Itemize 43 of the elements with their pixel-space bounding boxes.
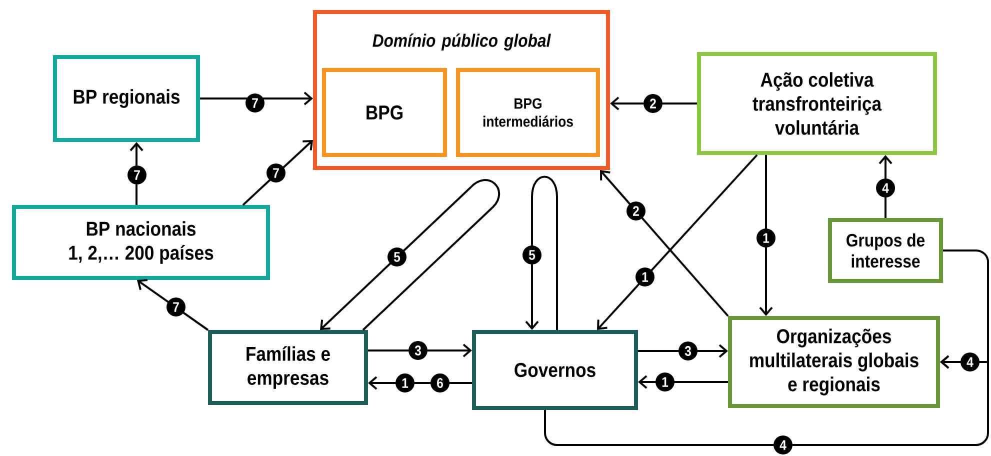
arrow [320,179,500,331]
edge-label: 4 [774,436,792,454]
arrow [130,142,144,205]
edge-label: 2 [644,94,662,113]
arrow [525,176,558,330]
arrow [368,344,472,358]
text-box: Famílias e empresas [208,330,368,405]
edge-label: 7 [246,94,264,112]
arrow [610,96,697,110]
arrow [544,355,989,446]
edge-label: 5 [522,246,542,264]
arrow [242,140,313,206]
arrow [368,376,472,390]
edge-label: 7 [166,298,186,316]
edge-label: 7 [128,166,146,184]
edge-label: 4 [876,178,895,198]
edge-label: 1 [756,228,776,248]
arrow [759,155,773,316]
text-box: BPG [322,68,447,157]
arrow [638,344,728,358]
edge-label: 1 [636,268,654,286]
text-box: Ação coletiva transfronteiriça voluntária [697,52,937,155]
arrow [878,155,892,218]
edge-label: 2 [626,202,646,220]
edge-label: 1 [396,374,414,392]
arrow [597,154,758,330]
arrow [137,279,209,331]
text-box: BP nacionais 1, 2,… 200 países [12,205,270,280]
edge-label: 3 [408,341,428,360]
text-box: Grupos de interesse [828,218,943,283]
text-box: BP regionais [53,55,200,142]
arrow [600,170,729,317]
edge-label: 4 [960,352,980,372]
arrow [200,92,313,106]
arrow [638,375,728,389]
edge-label: 7 [266,164,286,182]
text-box: Organizações multilaterais globais e regionais [728,316,940,408]
edge-label: 3 [678,342,698,360]
edge-label: 5 [388,248,406,266]
edge-label: 1 [656,372,674,392]
text-box: Governos [472,330,638,410]
text-box: BPG intermediários [456,68,600,157]
callout-number: 6 [430,374,450,392]
